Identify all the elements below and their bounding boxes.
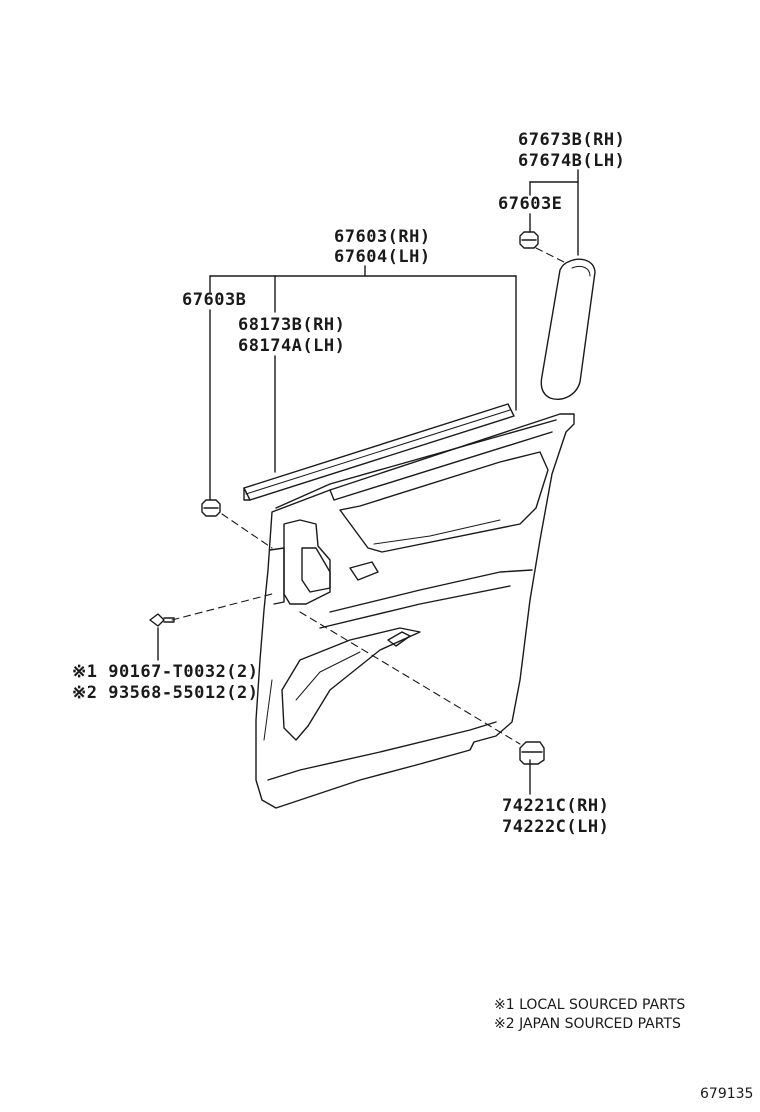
- part-label-93568-55012: ※2 93568-55012(2): [72, 683, 259, 703]
- door-trim-panel: [255, 413, 575, 809]
- cover-74221c: [519, 741, 545, 765]
- clip-67603b: [201, 499, 221, 517]
- part-label-74222c-lh: 74222C(LH): [502, 817, 610, 837]
- part-label-67604-lh: 67604(LH): [334, 247, 431, 267]
- armrest-pad-part: [540, 258, 596, 400]
- part-label-90167-t0032: ※1 90167-T0032(2): [72, 662, 259, 682]
- weatherstrip-part: [243, 403, 515, 501]
- part-label-67673b-rh: 67673B(RH): [518, 130, 626, 150]
- leader-lines: [157, 169, 579, 795]
- dashed-lines: [171, 247, 569, 745]
- note-local-sourced: ※1 LOCAL SOURCED PARTS: [494, 997, 686, 1013]
- note-japan-sourced: ※2 JAPAN SOURCED PARTS: [494, 1016, 681, 1032]
- screw-part: [149, 613, 175, 627]
- part-label-67674b-lh: 67674B(LH): [518, 151, 626, 171]
- part-label-74221c-rh: 74221C(RH): [502, 796, 610, 816]
- part-label-68174a-lh: 68174A(LH): [238, 336, 346, 356]
- clip-67603e: [519, 231, 539, 249]
- part-label-68173b-rh: 68173B(RH): [238, 315, 346, 335]
- part-label-67603e: 67603E: [498, 194, 563, 214]
- part-label-67603b: 67603B: [182, 290, 247, 310]
- diagram-number: 679135: [700, 1086, 754, 1102]
- part-label-67603-rh: 67603(RH): [334, 227, 431, 247]
